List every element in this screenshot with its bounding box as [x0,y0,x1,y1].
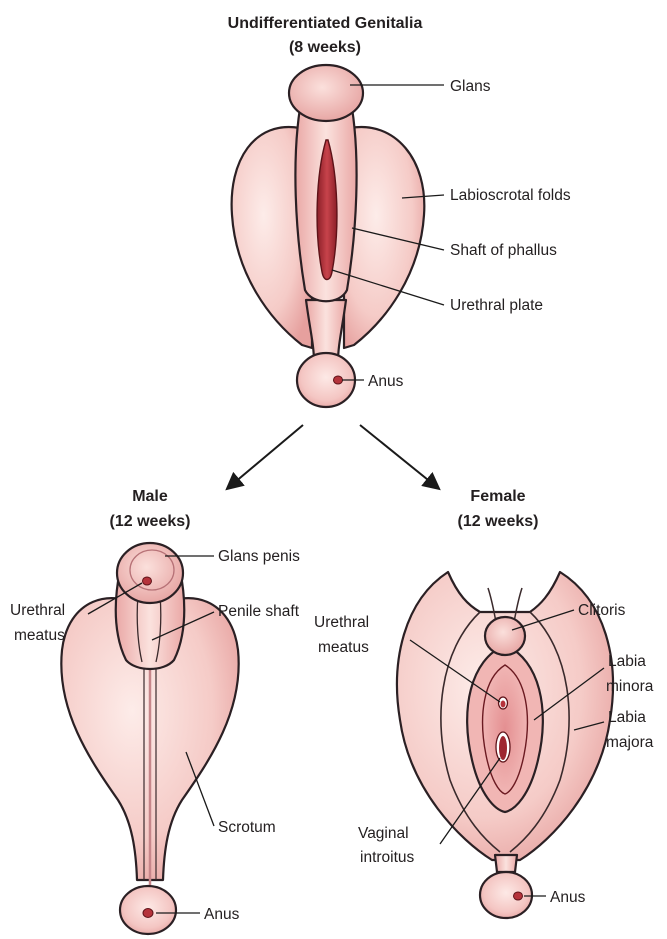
top-title: Undifferentiated Genitalia [228,15,423,32]
raphe-outline [143,650,157,880]
female-perineum [493,853,519,874]
label-top-anus: Anus [368,373,404,390]
left-labioscrotal-fold [230,125,314,350]
leader-labia-minora [533,667,605,721]
label-labioscrotal-folds: Labioscrotal folds [450,187,571,204]
label-glans: Glans [450,78,491,95]
label-urethral-plate: Urethral plate [450,297,543,314]
vaginal-introitus [499,736,507,760]
label-glans-penis: Glans penis [218,548,300,565]
label-scrotum: Scrotum [218,819,276,836]
arrow-to-female [359,424,441,491]
label-clitoris: Clitoris [578,602,626,619]
glans-inner [129,549,175,591]
leader-labioscrotal [401,194,445,199]
leader-shaft [351,227,445,251]
label-penile-shaft: Penile shaft [218,603,300,620]
leader-urethral-plate [331,269,445,306]
male-genitalia-illustration [60,541,240,936]
majora-inner-left [440,611,501,853]
label-vaginal-1: Vaginal [358,825,409,842]
female-anus-area [478,870,534,920]
leader-scrotum [185,751,215,827]
label-female-anus: Anus [550,889,586,906]
label-labia-minora-2: minora [606,678,654,695]
right-labioscrotal-fold [342,125,426,350]
label-female-urethral-2: meatus [318,639,369,656]
arrow-to-male [225,424,304,491]
top-anus [333,375,343,385]
leader-female-urethral-meatus [409,639,501,703]
label-male-urethral-2: meatus [14,627,65,644]
label-male-anus: Anus [204,906,240,923]
glans-penis [115,541,185,605]
leader-labia-majora [573,721,605,731]
urethral-plate [316,139,338,281]
clitoris [483,615,527,657]
undifferentiated-genitalia-illustration [230,63,426,409]
leader-male-urethral-meatus [87,582,143,615]
female-subtitle: (12 weeks) [458,513,539,530]
male-urethral-meatus [142,576,152,586]
leader-vaginal-introitus [439,757,501,845]
male-title: Male [132,488,168,505]
female-title: Female [470,488,525,505]
label-male-urethral-1: Urethral [10,602,65,619]
glans [287,63,365,123]
female-genitalia-illustration [395,570,615,920]
label-female-urethral-1: Urethral [314,614,369,631]
label-labia-majora-2: majora [606,734,654,751]
leader-penile-shaft [151,611,215,641]
female-urethral-meatus [500,700,506,708]
male-anus [142,908,154,918]
label-labia-minora-1: Labia [608,653,646,670]
top-subtitle: (8 weeks) [289,39,361,56]
majora-inner-right [509,611,570,853]
female-anus [513,891,523,901]
label-vaginal-2: introitus [360,849,415,866]
leader-clitoris [511,609,575,631]
label-shaft-of-phallus: Shaft of phallus [450,242,557,259]
label-labia-majora-1: Labia [608,709,646,726]
male-subtitle: (12 weeks) [110,513,191,530]
